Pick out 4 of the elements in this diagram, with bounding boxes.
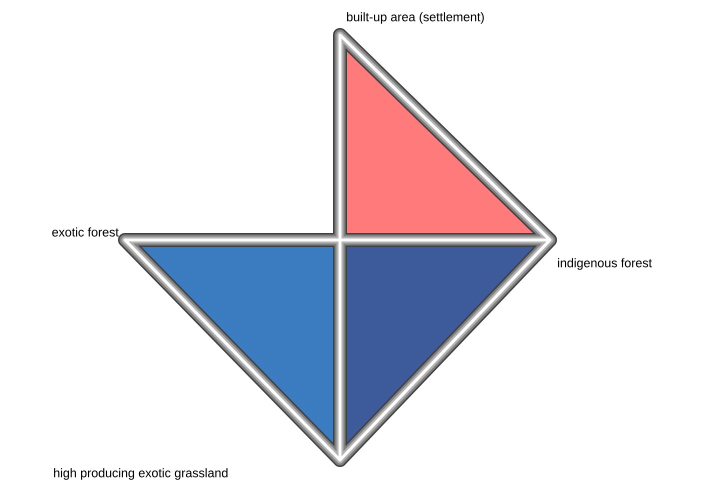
axis-label: exotic forest [52, 227, 119, 237]
axis-label: high producing exotic grassland [54, 468, 228, 480]
axis-label: indigenous forest [558, 258, 652, 270]
axis-label: built-up area (settlement) [347, 12, 484, 24]
